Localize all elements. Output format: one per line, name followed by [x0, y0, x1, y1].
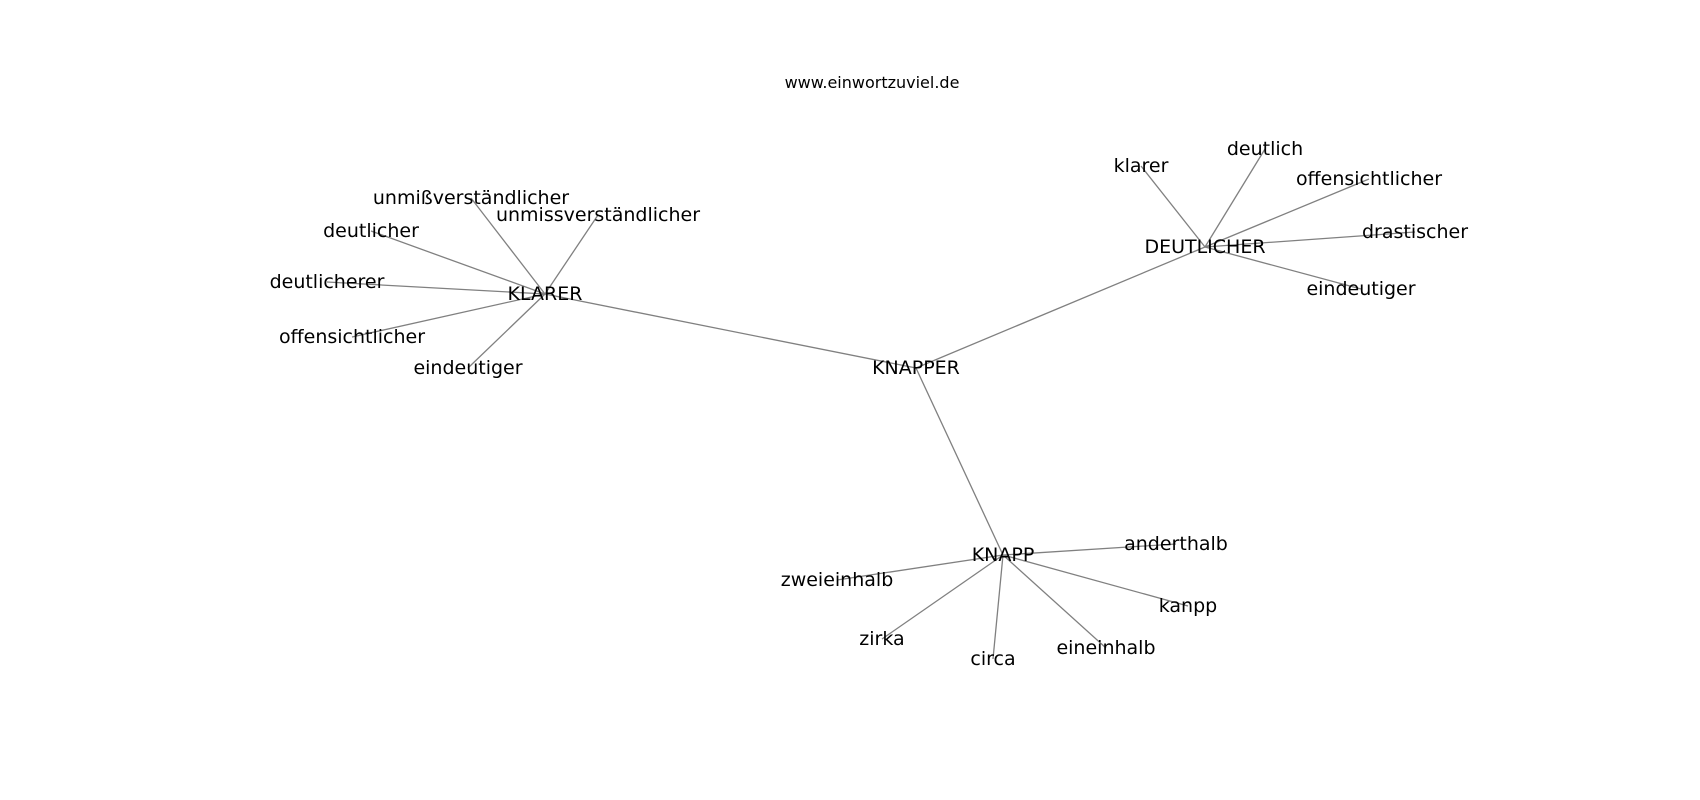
edge-root-to-deutlicher [915, 246, 1206, 369]
edge-root-to-knapp [915, 367, 1004, 556]
leaf-node-label: drastischer [1362, 221, 1468, 243]
leaf-node-label: eindeutiger [413, 357, 522, 379]
edge-klarer-leaf [351, 293, 546, 338]
root-node-label: KNAPPER [872, 357, 960, 379]
edge-deutlicher-leaf [1140, 165, 1206, 248]
leaf-node-label: zirka [859, 628, 904, 650]
edge-klarer-leaf [544, 214, 599, 295]
leaf-node-label: deutlicherer [270, 271, 385, 293]
edge-knapp-leaf [1002, 554, 1107, 649]
hub-node-label: KNAPP [972, 544, 1035, 566]
edge-deutlicher-leaf [1204, 231, 1416, 248]
leaf-node-label: circa [970, 648, 1015, 670]
leaf-node-label: unmissverständlicher [496, 204, 700, 226]
leaf-node-label: unmißverständlicher [373, 187, 569, 209]
leaf-node-label: kanpp [1159, 595, 1217, 617]
edge-klarer-leaf [370, 230, 546, 295]
edge-knapp-leaf [836, 554, 1004, 581]
edge-knapp-leaf [992, 554, 1004, 660]
leaf-node-label: eineinhalb [1056, 637, 1155, 659]
leaf-node-label: klarer [1114, 155, 1169, 177]
edge-klarer-leaf [326, 281, 546, 295]
edge-klarer-leaf [470, 197, 546, 295]
leaf-node-label: zweieinhalb [781, 569, 894, 591]
leaf-node-label: offensichtlicher [1296, 168, 1442, 190]
edge-layer [326, 148, 1416, 660]
leaf-node-label: offensichtlicher [279, 326, 425, 348]
leaf-node-label: eindeutiger [1306, 278, 1415, 300]
leaf-node-label: anderthalb [1124, 533, 1228, 555]
edge-knapp-leaf [1002, 543, 1177, 556]
edge-deutlicher-leaf [1204, 148, 1266, 248]
edge-knapp-leaf [1002, 554, 1189, 607]
edge-root-to-klarer [544, 293, 917, 369]
edge-deutlicher-leaf [1204, 246, 1362, 290]
label-layer: KNAPPER KLARER unmißverständlicherunmissve… [270, 138, 1469, 670]
hub-node-label: DEUTLICHER [1144, 236, 1265, 258]
leaf-node-label: deutlich [1227, 138, 1303, 160]
site-url-label: www.einwortzuviel.de [785, 73, 960, 92]
edge-klarer-leaf [467, 293, 546, 369]
edge-knapp-leaf [881, 554, 1004, 640]
edge-deutlicher-leaf [1204, 178, 1370, 248]
leaf-node-label: deutlicher [323, 220, 419, 242]
hub-node-label: KLARER [508, 283, 583, 305]
